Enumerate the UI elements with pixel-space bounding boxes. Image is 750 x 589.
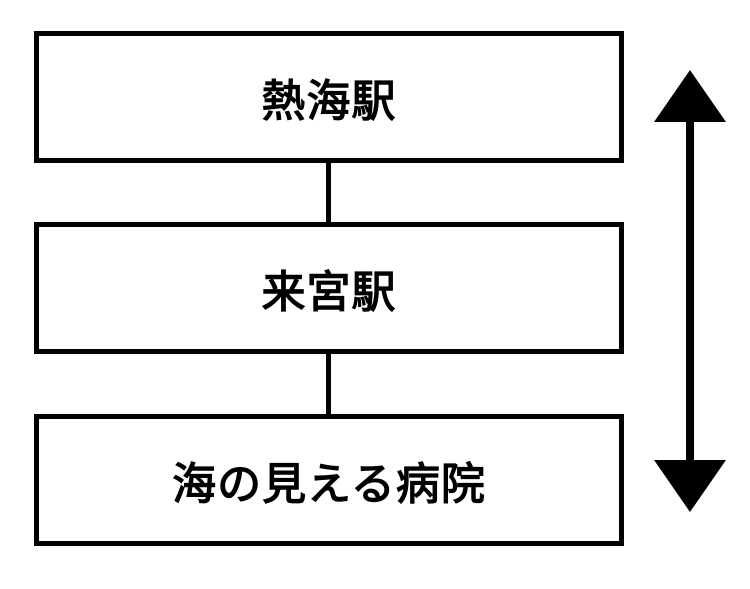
stop-label: 海の見える病院: [172, 459, 486, 510]
arrow-head-down: [654, 460, 726, 512]
arrow-shaft: [686, 120, 694, 465]
arrow-head-up: [654, 70, 726, 122]
stop-box-kinomiya-station: 来宮駅: [34, 222, 624, 354]
stop-box-hospital: 海の見える病院: [34, 414, 624, 546]
stop-label: 来宮駅: [261, 267, 397, 318]
stop-label: 熱海駅: [261, 76, 397, 127]
connector-line: [326, 354, 331, 414]
stop-box-atami-station: 熱海駅: [34, 31, 624, 163]
connector-line: [326, 163, 331, 222]
double-arrow-icon: [654, 70, 726, 512]
